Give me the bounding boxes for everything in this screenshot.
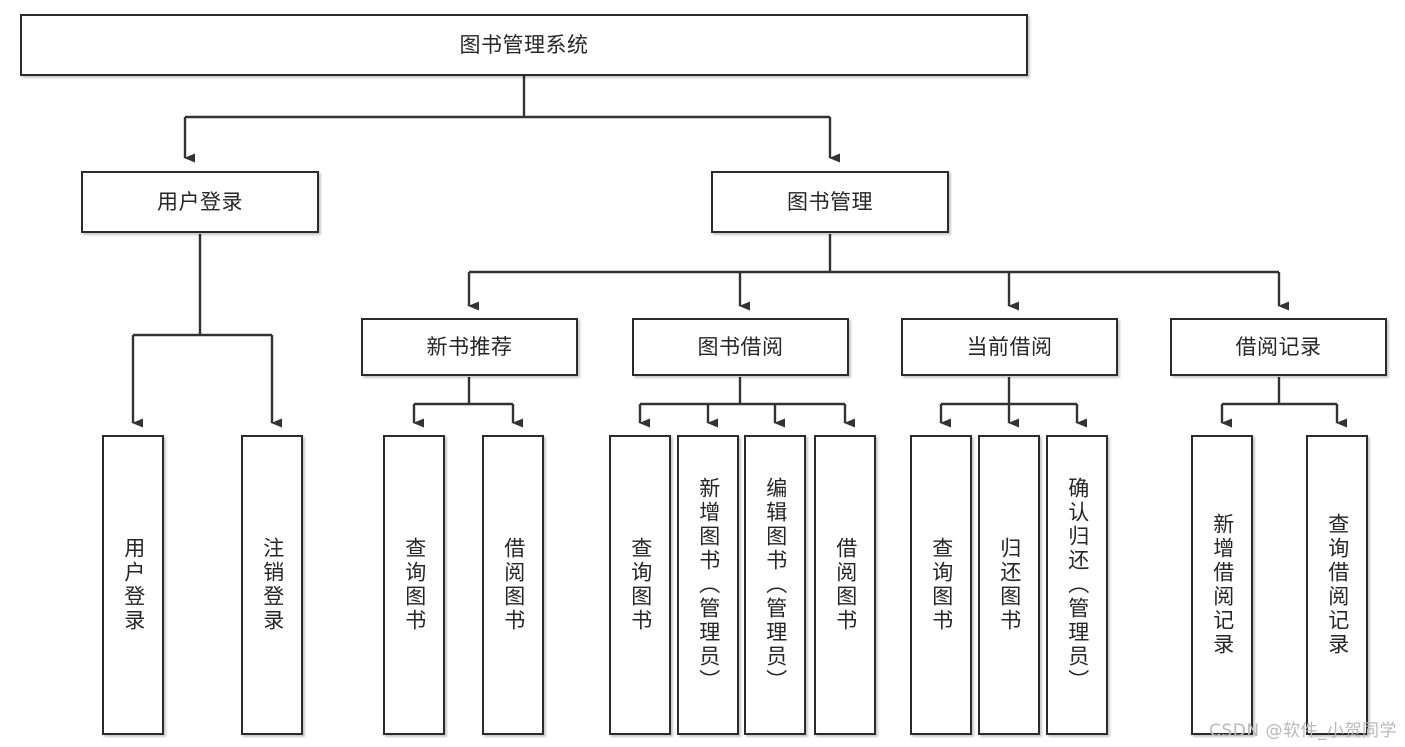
leaf-new-book-borrow[interactable]: 借阅图书 [482,435,544,735]
node-borrow-record-label: 借阅记录 [1235,334,1322,359]
node-user-login-label: 用户登录 [157,189,243,214]
leaf-user-login-signout[interactable]: 注销登录 [241,435,303,735]
leaf-new-book-borrow-label: 借阅图书 [501,537,526,633]
node-current-borrow[interactable]: 当前借阅 [901,318,1118,376]
leaf-current-confirm-return-admin[interactable]: 确认归还（管理员） [1046,435,1108,735]
leaf-new-book-query-label: 查询图书 [402,537,427,633]
node-root-system[interactable]: 图书管理系统 [20,14,1028,76]
leaf-current-query-book-label: 查询图书 [929,537,954,633]
leaf-borrow-add-book-admin-label: 新增图书（管理员） [696,477,721,693]
node-book-borrow[interactable]: 图书借阅 [632,318,849,376]
leaf-user-login-signin-label: 用户登录 [121,537,146,633]
node-current-borrow-label: 当前借阅 [966,334,1053,359]
node-book-borrow-label: 图书借阅 [697,334,784,359]
leaf-record-query-borrow-record-label: 查询借阅记录 [1325,513,1350,657]
leaf-borrow-query-book[interactable]: 查询图书 [609,435,671,735]
leaf-record-query-borrow-record[interactable]: 查询借阅记录 [1306,435,1368,735]
node-book-management[interactable]: 图书管理 [711,171,949,233]
node-root-system-label: 图书管理系统 [459,32,589,57]
leaf-current-confirm-return-admin-label: 确认归还（管理员） [1065,477,1090,693]
watermark-text: CSDN @软件_小贺同学 [1209,721,1397,741]
leaf-borrow-borrow-book-label: 借阅图书 [833,537,858,633]
leaf-borrow-borrow-book[interactable]: 借阅图书 [814,435,876,735]
leaf-record-add-borrow-record-label: 新增借阅记录 [1210,513,1235,657]
leaf-current-return-book-label: 归还图书 [997,537,1022,633]
leaf-current-return-book[interactable]: 归还图书 [978,435,1040,735]
node-book-management-label: 图书管理 [787,189,873,214]
leaf-record-add-borrow-record[interactable]: 新增借阅记录 [1191,435,1253,735]
node-new-book-recommend[interactable]: 新书推荐 [361,318,578,376]
leaf-borrow-query-book-label: 查询图书 [628,537,653,633]
leaf-current-query-book[interactable]: 查询图书 [910,435,972,735]
leaf-user-login-signout-label: 注销登录 [260,537,285,633]
node-borrow-record[interactable]: 借阅记录 [1170,318,1387,376]
leaf-borrow-add-book-admin[interactable]: 新增图书（管理员） [677,435,739,735]
leaf-new-book-query[interactable]: 查询图书 [383,435,445,735]
node-user-login[interactable]: 用户登录 [81,171,319,233]
leaf-user-login-signin[interactable]: 用户登录 [102,435,164,735]
leaf-borrow-edit-book-admin[interactable]: 编辑图书（管理员） [744,435,806,735]
node-new-book-recommend-label: 新书推荐 [426,334,513,359]
leaf-borrow-edit-book-admin-label: 编辑图书（管理员） [763,477,788,693]
